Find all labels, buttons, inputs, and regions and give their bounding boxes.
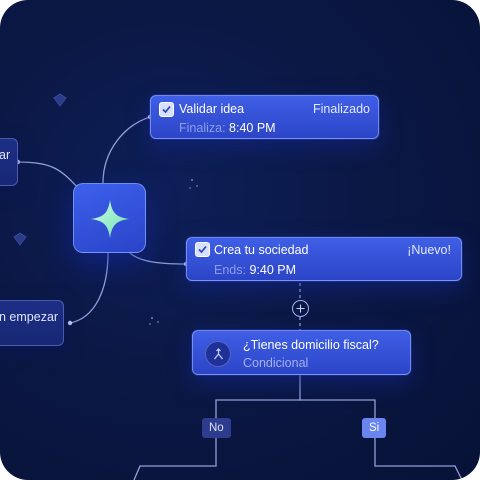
decorative-gem-icon <box>53 93 67 107</box>
node-validar-idea[interactable]: Validar idea Finalizado Finaliza: 8:40 P… <box>150 95 379 139</box>
node-condicional-title: ¿Tienes domicilio fiscal? <box>243 338 379 352</box>
node-validar-schedule: Finaliza: 8:40 PM <box>179 121 276 135</box>
node-left-bottom-label: n empezar <box>0 310 59 324</box>
checkbox-checked-icon[interactable] <box>195 242 210 257</box>
sparkle-icon <box>91 200 129 238</box>
plus-icon <box>296 304 305 313</box>
node-sociedad-schedule: Ends: 9:40 PM <box>214 263 296 277</box>
fork-icon <box>205 341 231 367</box>
node-left-top[interactable]: ar <box>0 138 18 186</box>
node-sociedad-title: Crea tu sociedad <box>214 243 309 257</box>
ai-hub-node[interactable] <box>73 183 146 253</box>
node-validar-title: Validar idea <box>179 102 245 116</box>
add-step-button[interactable] <box>292 300 309 317</box>
branch-no-button[interactable]: No <box>202 418 231 438</box>
node-sociedad-schedule-key: Ends: <box>214 263 246 277</box>
checkbox-checked-icon[interactable] <box>159 102 174 117</box>
decorative-gem-icon <box>13 232 27 246</box>
node-left-bottom[interactable]: n empezar <box>0 300 64 346</box>
node-sociedad-status: ¡Nuevo! <box>407 243 451 257</box>
node-condicional[interactable]: ¿Tienes domicilio fiscal? Condicional <box>192 330 411 375</box>
node-sociedad-schedule-value: 9:40 PM <box>249 263 297 277</box>
branch-si-button[interactable]: Si <box>362 418 387 438</box>
node-condicional-subtitle: Condicional <box>243 356 309 370</box>
node-crea-sociedad[interactable]: Crea tu sociedad ¡Nuevo! Ends: 9:40 PM <box>186 237 462 281</box>
node-validar-status: Finalizado <box>313 102 370 116</box>
node-validar-schedule-key: Finaliza: <box>179 121 226 135</box>
node-validar-schedule-value: 8:40 PM <box>229 121 276 135</box>
node-left-top-label: ar <box>0 148 11 162</box>
